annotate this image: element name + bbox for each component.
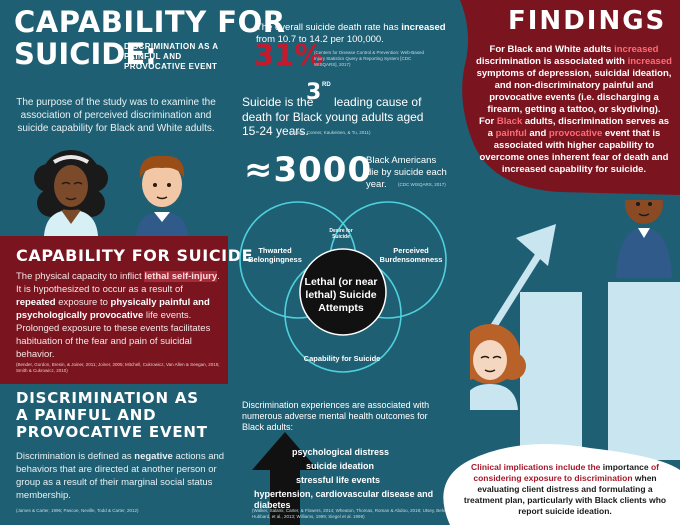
venn-center-circle [299, 248, 387, 336]
venn-label-desire: Desire for Suicide [329, 228, 353, 240]
capability-text: The physical capacity to inflict lethal … [16, 271, 220, 360]
man-avatar-icon [136, 155, 188, 236]
page-title-line2: SUICIDE: [14, 37, 157, 71]
third-text-b: leading cause of [334, 95, 422, 109]
page-title: CAPABILITY FOR [14, 5, 286, 39]
discrimination-citation: (James & Carter, 1996; Pascoe, Neville, … [16, 508, 139, 513]
venn-label-thwarted: Thwarted Belongingness [248, 246, 302, 264]
percent-citation: (Centers for Disease Control & Preventio… [314, 50, 424, 67]
findings-paragraph-1: For Black and White adults increased dis… [476, 44, 672, 115]
third-citation: (Castle, Conner, Kaukeinen, & Tu, 2011) [290, 130, 371, 135]
woman-avatar-icon [34, 150, 108, 236]
percent-stat: 31% [254, 38, 324, 72]
page-subtitle: DISCRIMINATION AS A PAINFUL AND PROVOCAT… [124, 42, 219, 71]
third-text-c: death for Black young adults aged 15-24 … [242, 110, 424, 138]
clinical-background [443, 444, 680, 525]
mental-health-item: hypertension, cardiovascular disease and… [254, 489, 434, 510]
venn-label-perceived: Perceived Burdensomeness [379, 246, 443, 264]
growth-illustration [470, 200, 680, 460]
woman-avatar-icon [470, 324, 526, 410]
count-text: Black Americans die by suicide each year… [366, 155, 447, 190]
count-citation: (CDC WISQARS, 2017) [398, 182, 446, 187]
third-number: 3 [306, 80, 322, 105]
venn-label-capability: Capability for Suicide [303, 354, 381, 363]
bar-short [520, 292, 582, 460]
bar-tall [608, 282, 680, 460]
findings-background [460, 0, 680, 195]
third-text-a: Suicide is the [242, 95, 314, 109]
man-avatar-icon [616, 200, 672, 278]
rate-text: The overall suicide death rate has incre… [256, 22, 446, 45]
mental-health-item: stressful life events [296, 475, 381, 485]
capability-heading: CAPABILITY FOR SUICIDE [16, 246, 254, 265]
clinical-implications-text: Clinical implications include the import… [463, 462, 667, 516]
venn-diagram [239, 201, 447, 373]
mental-health-citation: (Walker, Salami, Carter, & Flowers, 2014… [252, 508, 451, 519]
count-stat: ≈3000 [244, 150, 373, 190]
mental-health-item: suicide ideation [306, 461, 375, 471]
third-ordinal: RD [322, 82, 331, 88]
discrimination-heading: DISCRIMINATION AS A PAINFUL AND PROVOCAT… [16, 389, 208, 441]
mental-health-intro: Discrimination experiences are associate… [242, 400, 430, 432]
capability-panel [0, 236, 228, 384]
findings-heading: FINDINGS [508, 6, 667, 36]
purpose-text: The purpose of the study was to examine … [16, 97, 216, 134]
people-illustration [34, 150, 188, 236]
venn-label-center: Lethal (or near lethal) Suicide Attempts [304, 276, 378, 314]
findings-paragraph-2: For Black adults, discrimination serves … [478, 116, 670, 175]
discrimination-text: Discrimination is defined as negative ac… [16, 451, 225, 501]
up-arrow-icon [252, 432, 318, 525]
capability-citation: (Bender, Gordon, Bresin, & Joiner, 2011;… [16, 362, 220, 373]
mental-health-item: psychological distress [292, 447, 390, 457]
